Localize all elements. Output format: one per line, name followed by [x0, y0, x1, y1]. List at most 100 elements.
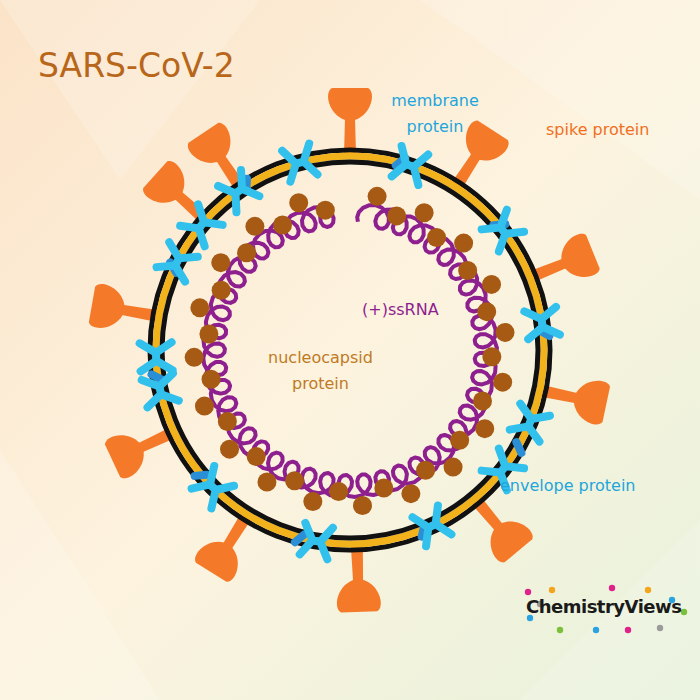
nucleocapsid-dot	[329, 482, 348, 501]
spike-head	[457, 118, 511, 169]
title: SARS-CoV-2	[38, 46, 235, 86]
nucleocapsid-dot	[415, 203, 434, 222]
logo-dot	[549, 587, 555, 593]
nucleocapsid-dot	[353, 496, 372, 515]
logo-dot	[681, 609, 687, 615]
rna-strand	[203, 205, 497, 497]
membrane-protein	[510, 404, 550, 442]
nucleocapsid-dot	[477, 302, 496, 321]
membrane-protein	[192, 466, 234, 508]
envelope-protein	[505, 434, 532, 460]
nucleocapsid-dot	[220, 440, 239, 459]
nucleocapsid-dot	[195, 397, 214, 416]
nucleocapsid-dot	[416, 461, 435, 480]
membrane-protein	[218, 170, 259, 212]
envelope-label: envelope protein	[500, 476, 660, 495]
membrane-label: membrane protein	[380, 88, 490, 141]
membrane-x	[510, 404, 550, 442]
lipid-layer	[156, 156, 544, 544]
membrane-x	[413, 505, 452, 546]
nucleocapsid-dot	[247, 447, 266, 466]
spike-head	[185, 121, 239, 172]
nucleocapsid-dot	[303, 492, 322, 511]
spike-head	[336, 579, 381, 613]
envelope-rod	[511, 437, 527, 459]
logo-dot	[525, 589, 531, 595]
nucleocapsid-dot	[475, 419, 494, 438]
nucleocapsid-dot	[458, 261, 477, 280]
nucleocapsid-dot	[185, 348, 204, 367]
membrane-protein	[180, 204, 223, 246]
rna-label: (+)ssRNA	[362, 300, 472, 319]
nucleocapsid-dot	[482, 347, 501, 366]
spike-head	[103, 427, 151, 480]
spike-label: spike protein	[546, 120, 686, 139]
membrane-protein	[392, 146, 429, 185]
nucleocapsid-dot	[401, 484, 420, 503]
inner-membrane	[162, 162, 538, 538]
membrane-x	[524, 307, 560, 339]
nucleocapsid-dot	[374, 478, 393, 497]
nucleocapsid-dot	[245, 217, 264, 236]
nucleocapsid-dot	[257, 473, 276, 492]
nucleocapsid-dot	[387, 206, 406, 225]
nucleocapsid-dot	[450, 431, 469, 450]
nucleocapsid-dot	[482, 275, 501, 294]
nucleocapsid-dot	[190, 298, 209, 317]
nucleocapsid-label: nucleocapsid protein	[258, 345, 383, 398]
nucleocapsid-dot	[454, 234, 473, 253]
membrane-x	[392, 146, 429, 185]
spike-head	[88, 283, 127, 332]
spike-protein	[328, 88, 372, 155]
nucleocapsid-dot	[473, 392, 492, 411]
membrane-protein	[482, 210, 524, 252]
spike-head	[328, 88, 372, 120]
membrane-x	[482, 210, 524, 252]
nucleocapsid-dot	[368, 187, 387, 206]
logo-dot	[557, 627, 563, 633]
membrane-x	[157, 242, 198, 281]
nucleocapsid-dot	[493, 373, 512, 392]
nucleocapsid-dot	[444, 458, 463, 477]
spike-head	[481, 512, 535, 565]
nucleocapsid-dot	[273, 216, 292, 235]
logo-dot	[609, 585, 615, 591]
membrane-protein	[282, 144, 317, 182]
logo-dot	[657, 625, 663, 631]
nucleocapsid-dot	[237, 243, 256, 262]
nucleocapsid-dot	[427, 228, 446, 247]
membrane-protein	[300, 523, 333, 559]
nucleocapsid-dot	[316, 201, 335, 220]
membrane-x	[192, 466, 234, 508]
membrane-protein	[524, 307, 560, 339]
nucleocapsid-dot	[218, 412, 237, 431]
membrane-protein	[157, 242, 198, 281]
nucleocapsid-dot	[212, 281, 231, 300]
spike-head	[141, 158, 194, 212]
spike-protein	[335, 544, 381, 612]
membrane-protein	[413, 505, 452, 546]
nucleocapsid-dot	[199, 324, 218, 343]
spike-head	[570, 376, 610, 426]
membrane-x	[140, 342, 173, 371]
membrane-x	[142, 373, 179, 407]
logo-dot	[645, 587, 651, 593]
nucleocapsid-dot	[285, 471, 304, 490]
nucleocapsid-dot	[496, 323, 515, 342]
logo-dot	[625, 627, 631, 633]
spike-head	[555, 231, 601, 284]
membrane-x	[300, 523, 333, 559]
nucleocapsid-dot	[211, 253, 230, 272]
logo-dot	[593, 627, 599, 633]
membrane-protein	[142, 373, 179, 407]
outer-membrane	[150, 150, 550, 550]
spike-head	[193, 533, 247, 583]
membrane-protein	[140, 342, 173, 371]
membrane-x	[282, 144, 317, 182]
nucleocapsid-dot	[202, 370, 221, 389]
logo-text: ChemistryViews	[526, 596, 686, 618]
membrane-x	[180, 204, 223, 246]
nucleocapsid-dot	[289, 193, 308, 212]
